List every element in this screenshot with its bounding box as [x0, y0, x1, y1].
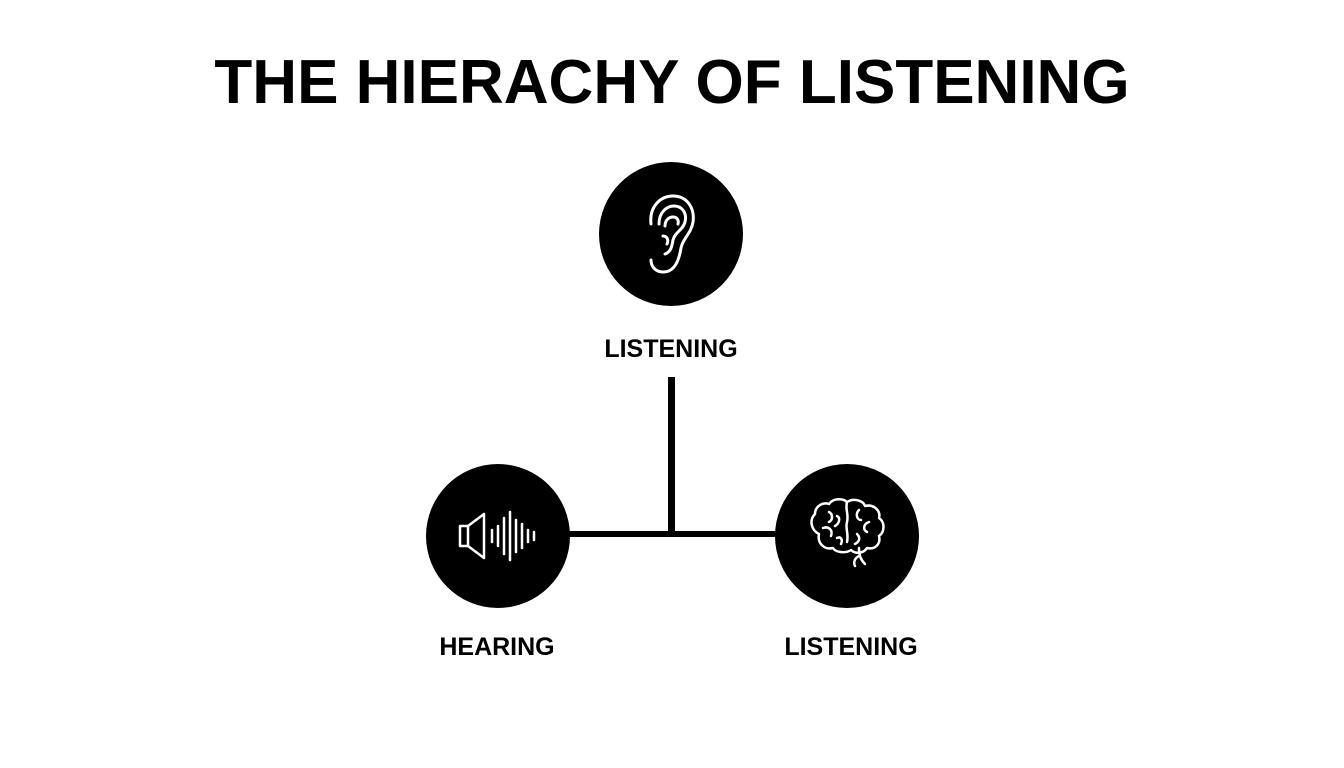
horizontal-connector-line [560, 531, 790, 537]
listening-node-top [599, 162, 743, 306]
listening-label-right: LISTENING [784, 633, 918, 661]
listening-node-right [775, 464, 919, 608]
sound-wave-icon [458, 510, 536, 562]
ear-icon [649, 194, 695, 274]
hearing-label: HEARING [439, 633, 555, 661]
diagram-title: THE HIERACHY OF LISTENING [214, 48, 1130, 117]
brain-icon [810, 498, 885, 568]
hearing-node [426, 464, 570, 608]
vertical-connector-line [668, 377, 675, 537]
listening-label-top: LISTENING [604, 335, 738, 363]
